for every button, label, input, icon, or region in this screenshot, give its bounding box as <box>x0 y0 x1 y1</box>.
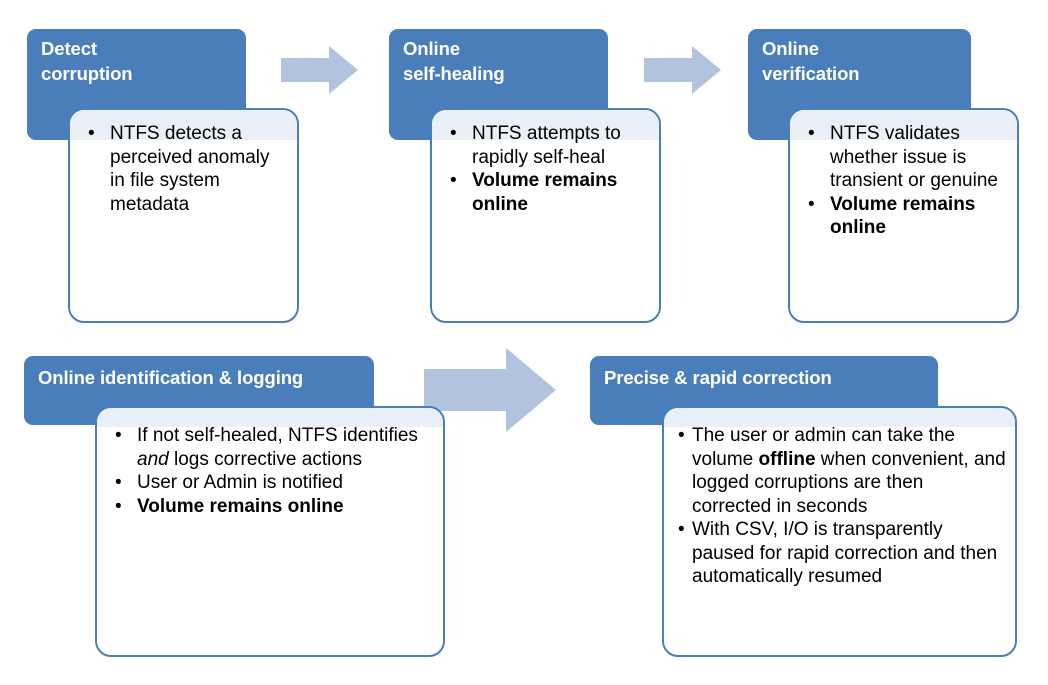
bullet-text: NTFS validates whether issue is transien… <box>830 123 998 191</box>
bullet-text: The user or admin can take the volume of… <box>692 425 1006 517</box>
list-item: • NTFS attempts to rapidly self-heal <box>450 122 649 169</box>
step-2-bullet-list: • NTFS attempts to rapidly self-heal • V… <box>450 122 649 216</box>
bullet-dot-icon: • <box>88 123 95 144</box>
bullet-text: If not self-healed, NTFS identifies and … <box>137 425 418 470</box>
arrow-right-icon <box>644 46 721 94</box>
bullet-text: NTFS detects a perceived anomaly in file… <box>110 123 270 215</box>
step-5-card-body: • The user or admin can take the volume … <box>664 408 1015 589</box>
list-item: • User or Admin is notified <box>115 471 431 495</box>
step-1-card-body: • NTFS detects a perceived anomaly in fi… <box>70 110 297 216</box>
bullet-text: Volume remains online <box>137 495 344 517</box>
step-4-title: Online identification & logging <box>38 367 304 388</box>
list-item: • If not self-healed, NTFS identifies an… <box>115 424 431 471</box>
step-2-card: • NTFS attempts to rapidly self-heal • V… <box>430 108 661 323</box>
bullet-dot-icon: • <box>115 472 122 493</box>
step-5-card: • The user or admin can take the volume … <box>662 406 1017 657</box>
bullet-dot-icon: • <box>678 425 685 446</box>
emphasis-word: offline <box>758 448 816 470</box>
step-3-bullet-list: • NTFS validates whether issue is transi… <box>808 122 1009 240</box>
list-item: • With CSV, I/O is transparently paused … <box>678 518 1007 589</box>
list-item: • NTFS detects a perceived anomaly in fi… <box>88 122 283 216</box>
bullet-dot-icon: • <box>115 495 122 517</box>
step-1-bullet-list: • NTFS detects a perceived anomaly in fi… <box>88 122 283 216</box>
step-3-card: • NTFS validates whether issue is transi… <box>788 108 1019 323</box>
step-2-card-body: • NTFS attempts to rapidly self-heal • V… <box>432 110 659 216</box>
step-2-title: Online self-healing <box>403 38 505 84</box>
list-item: • The user or admin can take the volume … <box>678 424 1007 518</box>
arrow-1-connector <box>281 46 358 94</box>
emphasis-word: and <box>137 448 169 470</box>
step-4-card: • If not self-healed, NTFS identifies an… <box>95 406 445 657</box>
bullet-dot-icon: • <box>450 170 457 191</box>
bullet-dot-icon: • <box>808 193 815 215</box>
list-item: • Volume remains online <box>115 495 431 519</box>
list-item: • Volume remains online <box>450 169 649 216</box>
bullet-text: Volume remains online <box>830 193 976 239</box>
bullet-text: Volume remains online <box>472 170 618 215</box>
bullet-dot-icon: • <box>808 123 815 144</box>
arrow-3-connector <box>424 348 556 432</box>
step-1-title: Detect corruption <box>41 38 133 84</box>
bullet-dot-icon: • <box>115 425 122 446</box>
bullet-text: User or Admin is notified <box>137 472 343 493</box>
step-5-bullet-list: • The user or admin can take the volume … <box>678 424 1007 589</box>
arrow-right-icon <box>281 46 358 94</box>
step-4-bullet-list: • If not self-healed, NTFS identifies an… <box>115 424 431 518</box>
list-item: • NTFS validates whether issue is transi… <box>808 122 1009 193</box>
step-3-card-body: • NTFS validates whether issue is transi… <box>790 110 1017 240</box>
step-3-title: Online verification <box>762 38 860 84</box>
step-4-card-body: • If not self-healed, NTFS identifies an… <box>97 408 443 518</box>
step-5-title: Precise & rapid correction <box>604 367 832 388</box>
arrow-right-icon <box>424 348 556 432</box>
list-item: • Volume remains online <box>808 193 1009 240</box>
bullet-text: With CSV, I/O is transparently paused fo… <box>692 519 998 587</box>
arrow-2-connector <box>644 46 721 94</box>
step-1-card: • NTFS detects a perceived anomaly in fi… <box>68 108 299 323</box>
bullet-dot-icon: • <box>678 519 685 540</box>
bullet-dot-icon: • <box>450 123 457 144</box>
bullet-text: NTFS attempts to rapidly self-heal <box>472 123 621 168</box>
